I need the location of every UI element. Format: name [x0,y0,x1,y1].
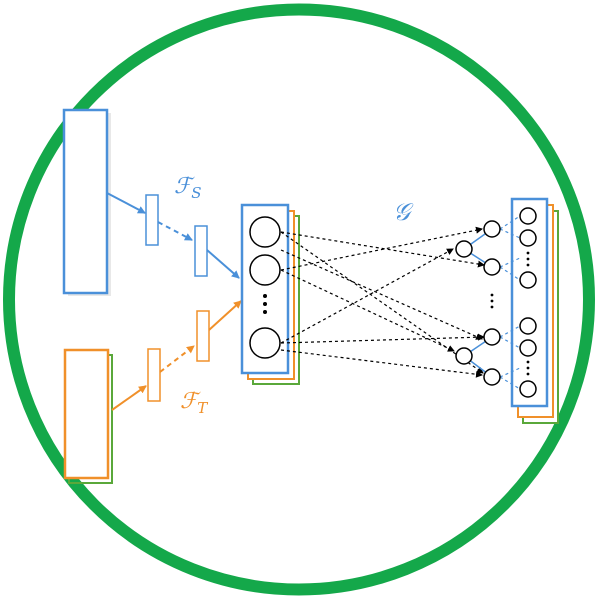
feature-node-3 [249,327,281,359]
source-feature-path [106,192,240,279]
tree-node-a [455,240,473,258]
feature-node-2 [249,254,281,286]
source-input-block [62,108,111,296]
output-node-1 [519,207,537,225]
tree-structure [455,215,521,390]
output-stack [510,197,559,424]
feature-node-1 [249,216,281,248]
tree-node-a1 [483,220,501,238]
output-node-5 [519,339,537,357]
shared-feature-stack [240,203,300,385]
output-node-6 [519,380,537,398]
target-input-block [63,348,113,484]
target-feature-1 [147,348,161,402]
label-fs: ℱS [174,174,202,202]
output-node-4 [519,317,537,335]
target-feature-2 [196,310,210,362]
g-dashed-connections [280,226,485,378]
output-node-2 [519,229,537,247]
output-node-3 [519,271,537,289]
tree-node-b2 [483,368,501,386]
target-feature-path [111,300,242,411]
source-feature-2 [194,225,208,277]
outer-ring [3,3,595,596]
label-ft: ℱT [180,389,208,417]
label-g: 𝒢 [393,198,414,226]
source-feature-1 [145,194,159,246]
tree-node-a2 [483,258,501,276]
tree-node-b [455,347,473,365]
tree-node-b1 [483,328,501,346]
